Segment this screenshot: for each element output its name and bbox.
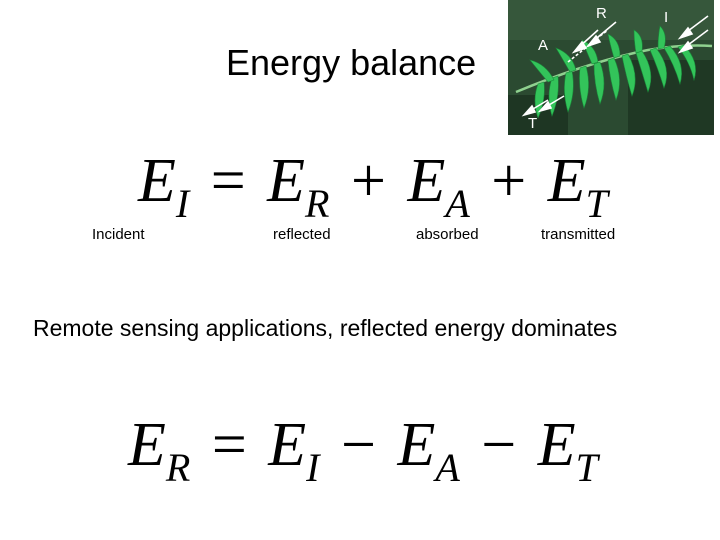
energy-balance-equation: EI = ER + EA + ET (138, 147, 608, 224)
label-absorbed: absorbed (416, 226, 479, 243)
label-transmitted: transmitted (541, 226, 616, 243)
eq2-term3-symbol: E (537, 411, 576, 479)
statement-text: Remote sensing applications, reflected e… (33, 315, 618, 341)
eq1-op-plus-1: + (350, 147, 386, 215)
slide-title: Energy balance (226, 42, 477, 83)
eq1-op-equals: = (210, 147, 246, 215)
eq2-term3-sub: T (575, 445, 598, 490)
eq1-op-plus-2: + (491, 147, 527, 215)
fern-label-absorbed: A (538, 37, 548, 54)
eq1-lhs-sub: I (175, 181, 190, 226)
eq1-lhs-symbol: E (138, 147, 176, 215)
arrow-icon (521, 15, 709, 117)
fern-label-reflected: R (596, 5, 607, 22)
eq2-lhs-symbol: E (128, 411, 166, 479)
eq1-term1-symbol: E (267, 147, 306, 215)
eq2-term2-sub: A (435, 445, 460, 490)
eq1-term3-symbol: E (547, 147, 586, 215)
eq2-term2-symbol: E (397, 411, 436, 479)
eq2-lhs-sub: R (165, 445, 191, 490)
eq2-op-equals: = (211, 411, 247, 479)
eq1-term3-sub: T (585, 181, 608, 226)
eq1-term2-sub: A (445, 181, 470, 226)
fern-label-transmitted: T (528, 115, 537, 132)
eq1-term1-sub: R (305, 181, 330, 226)
eq2-term1-symbol: E (268, 411, 307, 479)
fern-leaf-icon: R I A T (508, 0, 714, 135)
eq2-term1-sub: I (306, 445, 320, 490)
eq2-op-minus-1: − (340, 411, 376, 479)
reflected-energy-equation: ER = EI − EA − ET (128, 411, 598, 488)
label-reflected: reflected (273, 226, 331, 243)
label-incident: Incident (92, 226, 145, 243)
eq2-op-minus-2: − (481, 411, 517, 479)
eq1-term2-symbol: E (407, 147, 446, 215)
fern-label-incident: I (664, 9, 668, 26)
fern-figure: R I A T (508, 0, 714, 135)
